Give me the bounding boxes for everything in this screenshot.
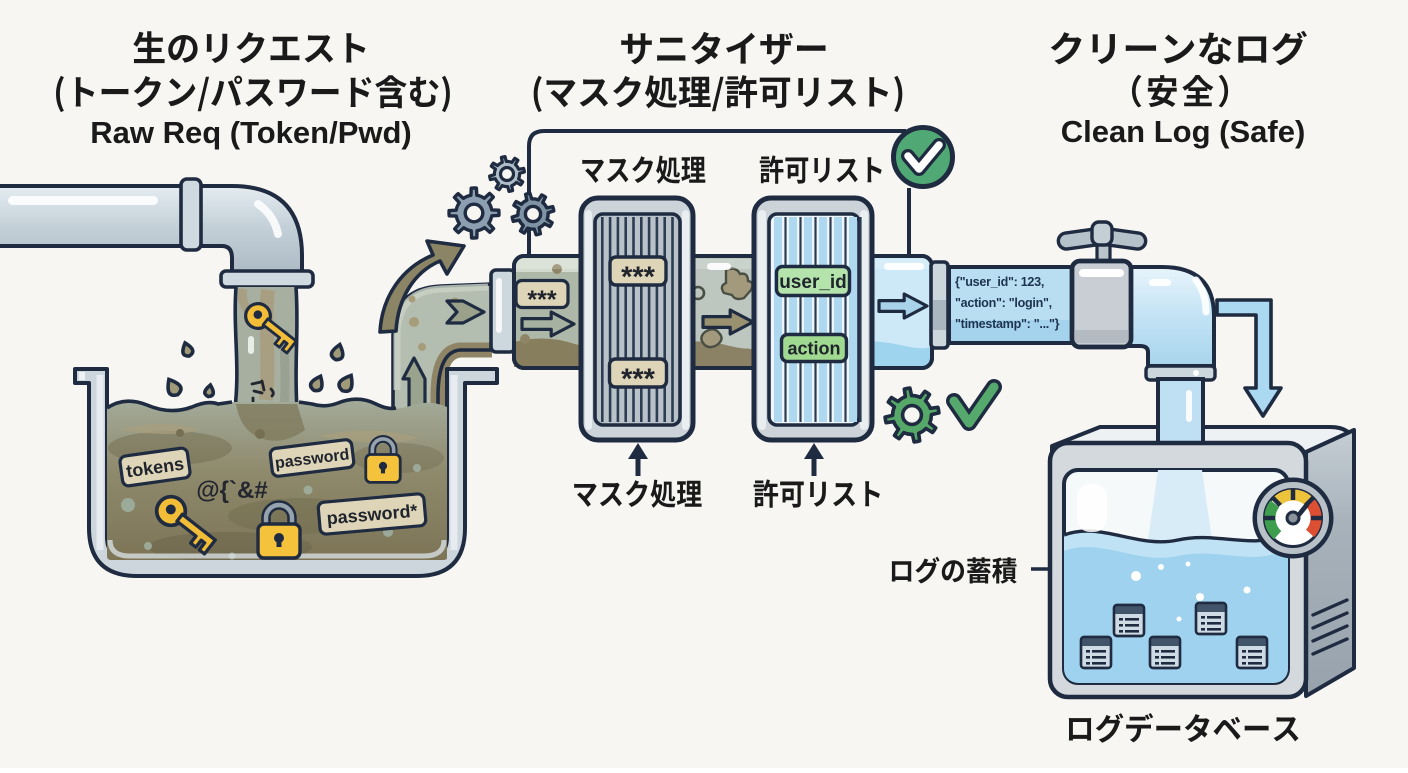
svg-text:"action": "login",: "action": "login", (955, 296, 1052, 310)
svg-text:***: *** (621, 364, 656, 396)
svg-text:{"user_id": 123,: {"user_id": 123, (955, 275, 1044, 289)
svg-text:Raw Req (Token/Pwd): Raw Req (Token/Pwd) (90, 115, 412, 150)
svg-text:Clean Log (Safe): Clean Log (Safe) (1061, 114, 1306, 149)
svg-text:***: *** (621, 262, 656, 294)
svg-text:@{`&#: @{`&# (196, 477, 267, 504)
svg-text:user_id: user_id (779, 272, 847, 293)
svg-text:***: *** (527, 286, 556, 314)
svg-text:"timestamp": "..."}: "timestamp": "..."} (955, 317, 1060, 331)
svg-text:action: action (787, 339, 840, 359)
